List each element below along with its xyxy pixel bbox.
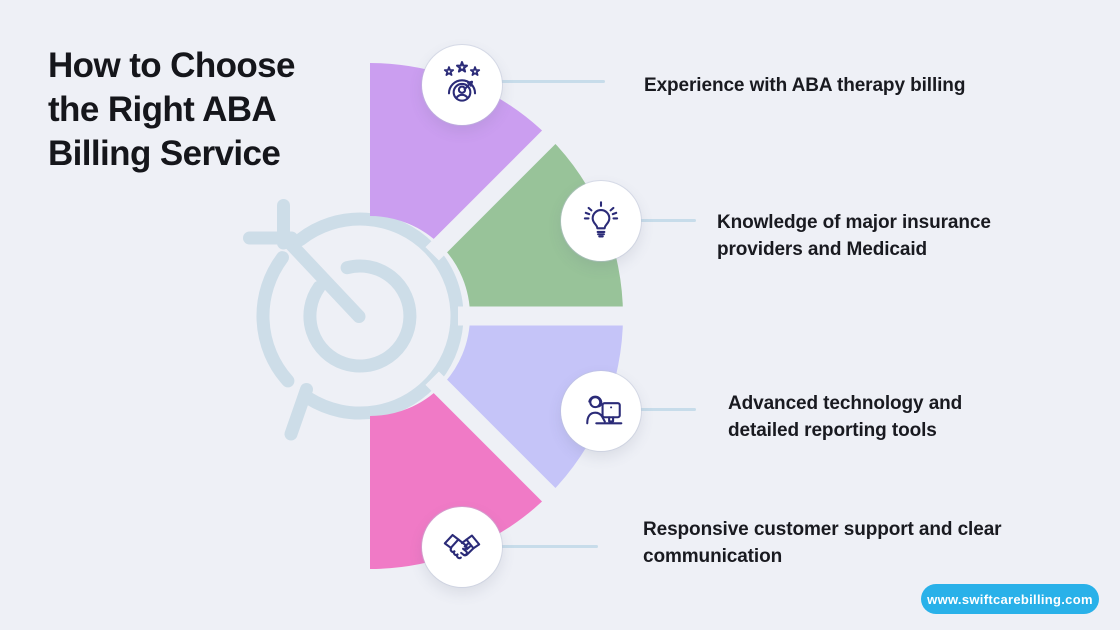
wedge-customer-support [370,386,549,569]
website-url: www.swiftcarebilling.com [927,591,1093,607]
label-line: Experience with ABA therapy billing [644,75,966,96]
experience-badge [422,45,502,125]
connector-line-experience [501,80,605,83]
item-label-insurance: Knowledge of major insurance providers a… [717,209,1037,263]
target-outer-ring-gap-arc [256,251,295,388]
lightbulb-icon [583,201,619,238]
page-title-line: the Right ABA [48,90,277,129]
connector-line-insurance [640,219,696,222]
label-line: Responsive customer support and clear [643,519,1002,540]
target-inner-ring [303,259,417,373]
handshake-icon [443,533,481,560]
target-arrow-graphic [243,199,464,441]
rating-stars-person-icon [443,61,481,102]
page-title-line: How to Choose [48,46,296,85]
website-pill[interactable]: www.swiftcarebilling.com [921,584,1099,614]
connector-line-technology [640,408,696,411]
item-label-technology: Advanced technology and detailed reporti… [728,390,1028,444]
support-agent-computer-icon [586,395,623,425]
label-line: providers and Medicaid [717,239,928,260]
wedge-experience [370,62,549,246]
technology-badge [561,371,641,451]
label-line: Knowledge of major insurance [717,212,991,233]
page-title-line: Billing Service [48,134,281,173]
target-outer-ring [293,212,464,420]
label-line: Advanced technology and [728,393,963,414]
wedge-insurance-knowledge [440,137,623,316]
support-badge [422,507,502,587]
wedge-separators [425,121,636,511]
target-tick [284,383,313,441]
label-line: communication [643,546,783,567]
item-label-support: Responsive customer support and clear co… [643,516,1073,570]
wedge-technology-reporting [440,316,623,495]
insurance-badge [561,181,641,261]
page-title: How to Choose the Right ABA Billing Serv… [48,44,378,176]
item-label-experience: Experience with ABA therapy billing [644,72,1024,99]
label-line: detailed reporting tools [728,420,937,441]
arrow-shaft [280,233,366,323]
connector-line-support [501,545,598,548]
